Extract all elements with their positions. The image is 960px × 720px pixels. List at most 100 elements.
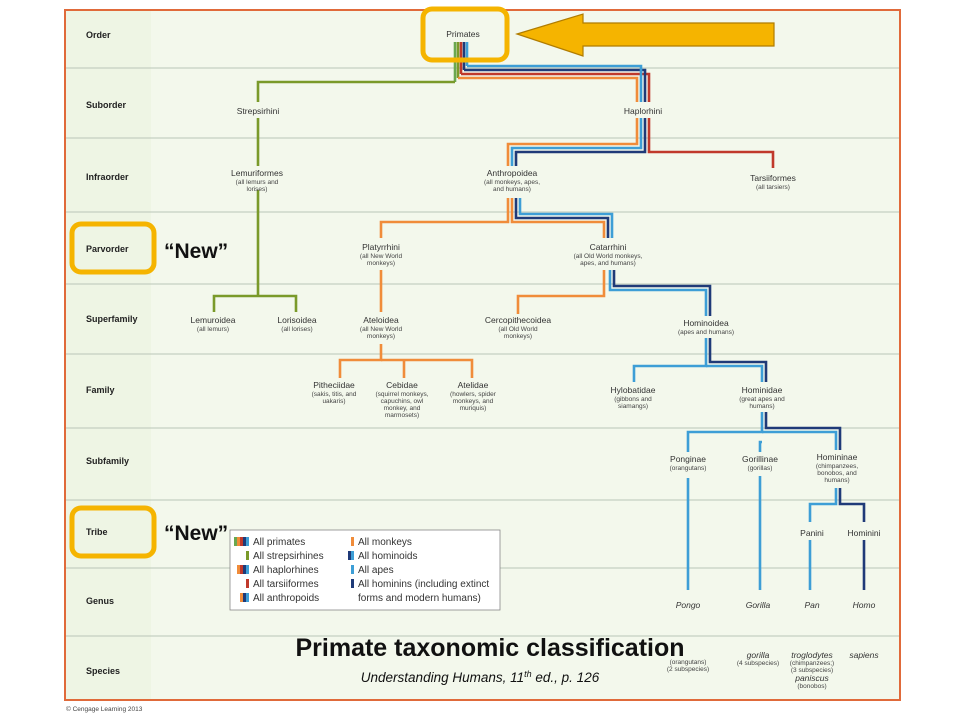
species-troglodytes-desc: (3 subspecies) [791, 667, 833, 674]
node-ateloidea-desc: monkeys) [367, 333, 395, 340]
legend: All primates All strepsirhines All haplo… [229, 529, 501, 611]
legend-all-hominoids: All hominoids [358, 551, 417, 562]
legend-swatch-apes [351, 565, 354, 574]
node-anthropoidea-desc: and humans) [493, 186, 531, 193]
node-lemuriformes-desc: lorises) [247, 186, 268, 193]
node-gorillinae-desc: (gorillas) [748, 465, 773, 472]
node-atelidae-desc: monkeys, and [453, 398, 494, 405]
node-platyrrhini-desc: monkeys) [367, 260, 395, 267]
legend-swatch-anthropoids [240, 593, 249, 602]
node-ponginae-desc: (orangutans) [670, 465, 707, 472]
legend-swatch-strepsirhines [246, 551, 249, 560]
legend-all-apes: All apes [358, 565, 394, 576]
legend-swatch-hominins [351, 579, 354, 588]
genus-homo: Homo [853, 600, 876, 610]
citation: Understanding Humans, 11th ed., p. 126 [361, 669, 600, 685]
node-cebidae-desc: monkey, and [384, 405, 421, 412]
node-homininae-desc: (chimpanzees, [816, 463, 858, 470]
node-hylobatidae-desc: (gibbons and [614, 396, 652, 403]
node-platyrrhini: Platyrrhini [362, 242, 400, 252]
node-hominoidea-desc: (apes and humans) [678, 329, 734, 336]
rank-order: Order [86, 30, 111, 40]
genus-pan: Pan [804, 600, 819, 610]
highlight-boxes [69, 6, 510, 559]
node-haplorhini: Haplorhini [624, 106, 662, 116]
node-cebidae: Cebidae [386, 380, 418, 390]
legend-all-haplorhines: All haplorhines [253, 565, 319, 576]
node-pitheciidae-desc: uakaris) [322, 398, 345, 405]
legend-swatch-haplorhines [237, 565, 249, 574]
copyright: © Cengage Learning 2013 [66, 705, 143, 713]
node-atelidae: Atelidae [458, 380, 489, 390]
legend-swatch-hominoids [348, 551, 354, 560]
node-primates: Primates [446, 29, 480, 39]
legend-all-primates: All primates [253, 537, 305, 548]
node-gorillinae: Gorillinae [742, 454, 778, 464]
node-cebidae-desc: (squirrel monkeys, [375, 391, 428, 398]
rank-infraorder: Infraorder [86, 172, 129, 182]
node-cebidae-desc: capuchins, owl [381, 398, 424, 405]
node-tarsiiformes: Tarsiiformes [750, 173, 796, 183]
node-hominini: Hominini [847, 528, 880, 538]
species-gorilla-desc: (4 subspecies) [737, 660, 779, 667]
node-cercopithecoidea-desc: (all Old World [498, 326, 538, 333]
node-ponginae: Ponginae [670, 454, 706, 464]
rank-superfamily: Superfamily [86, 314, 138, 324]
node-labels: Primates Strepsirhini Haplorhini Lemurif… [191, 29, 881, 690]
node-catarrhini: Catarrhini [590, 242, 627, 252]
legend-all-hominins: All hominins (including extinct [358, 579, 489, 590]
legend-all-anthropoids: All anthropoids [253, 593, 319, 604]
new-label-tribe: “New” [164, 522, 228, 545]
node-hominoidea: Hominoidea [683, 318, 729, 328]
genus-gorilla: Gorilla [746, 600, 771, 610]
legend-all-strepsirhines: All strepsirhines [253, 551, 324, 562]
highlight-parvorder-box [69, 221, 157, 275]
node-hylobatidae: Hylobatidae [611, 385, 656, 395]
node-lemuriformes-desc: (all lemurs and [236, 179, 279, 186]
rank-tribe: Tribe [86, 527, 108, 537]
citation-sup: th [524, 669, 532, 679]
highlight-order-box [420, 6, 510, 63]
node-cercopithecoidea: Cercopithecoidea [485, 315, 551, 325]
node-ateloidea-desc: (all New World [360, 326, 403, 333]
node-panini: Panini [800, 528, 824, 538]
species-sapiens: sapiens [849, 650, 879, 660]
node-catarrhini-desc: apes, and humans) [580, 260, 636, 267]
legend-all-hominins-cont: forms and modern humans) [358, 593, 481, 604]
node-anthropoidea-desc: (all monkeys, apes, [484, 179, 540, 186]
figure-title: Primate taxonomic classification [295, 634, 684, 662]
node-pitheciidae-desc: (sakis, titis, and [312, 391, 357, 398]
rank-species: Species [86, 666, 120, 676]
node-hominidae: Hominidae [742, 385, 783, 395]
node-anthropoidea: Anthropoidea [487, 168, 538, 178]
node-cercopithecoidea-desc: monkeys) [504, 333, 532, 340]
node-atelidae-desc: muriquis) [460, 405, 487, 412]
tree-branches [212, 42, 866, 590]
node-lemuroidea: Lemuroidea [191, 315, 236, 325]
node-atelidae-desc: (howlers, spider [450, 391, 497, 398]
citation-rest: ed., p. 126 [532, 670, 600, 685]
node-lorisoidea-desc: (all lorises) [281, 326, 312, 333]
rank-genus: Genus [86, 596, 114, 606]
legend-swatch-primates [234, 537, 249, 546]
citation-book: Understanding Humans, 11 [361, 670, 524, 685]
species-gorilla: gorilla [747, 650, 770, 660]
species-pongo-desc: (2 subspecies) [667, 666, 709, 673]
species-paniscus-desc: (bonobos) [797, 683, 826, 690]
node-tarsiiformes-desc: (all tarsiers) [756, 184, 790, 191]
node-ateloidea: Ateloidea [363, 315, 399, 325]
node-strepsirhini: Strepsirhini [237, 106, 280, 116]
rank-column [66, 11, 151, 699]
legend-all-tarsiiformes: All tarsiiformes [253, 579, 319, 590]
node-homininae: Homininae [817, 452, 858, 462]
node-platyrrhini-desc: (all New World [360, 253, 403, 260]
legend-box [229, 529, 501, 611]
highlight-tribe-box [69, 505, 157, 559]
node-homininae-desc: bonobos, and [817, 470, 857, 477]
node-lemuroidea-desc: (all lemurs) [197, 326, 229, 333]
node-lorisoidea: Lorisoidea [277, 315, 316, 325]
node-catarrhini-desc: (all Old World monkeys, [574, 253, 643, 260]
node-hominidae-desc: humans) [749, 403, 774, 410]
rank-family: Family [86, 385, 115, 395]
